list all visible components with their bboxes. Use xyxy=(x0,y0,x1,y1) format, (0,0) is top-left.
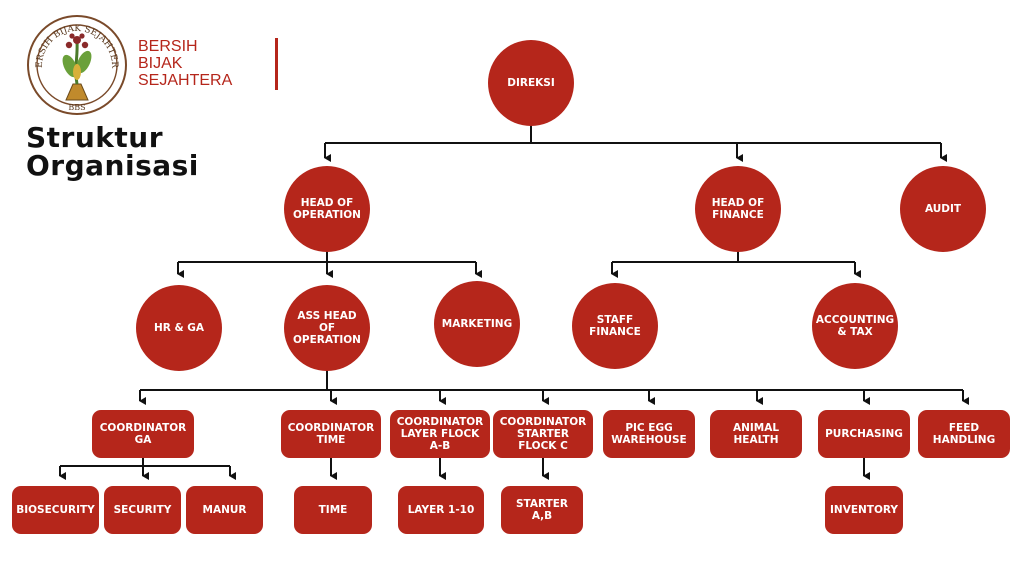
brand-line-2: BIJAK xyxy=(138,55,183,72)
title-line-2: Organisasi xyxy=(26,149,199,182)
node-audit: AUDIT xyxy=(900,166,986,252)
node-direksi: DIREKSI xyxy=(488,40,574,126)
brand-line-1: BERSIH xyxy=(138,38,198,55)
node-security: SECURITY xyxy=(104,486,181,534)
company-logo: BERSIH BIJAK SEJAHTERA BBS xyxy=(26,14,127,115)
brand-name: BERSIH BIJAK SEJAHTERA xyxy=(138,38,232,89)
node-inventory: INVENTORY xyxy=(825,486,903,534)
node-coordinator-time: COORDINATOR TIME xyxy=(281,410,381,458)
node-head-of-finance: HEAD OF FINANCE xyxy=(695,166,781,252)
node-purchasing: PURCHASING xyxy=(818,410,910,458)
node-coordinator-layer-flock: COORDINATOR LAYER FLOCK A-B xyxy=(390,410,490,458)
node-coordinator-starter-flock: COORDINATOR STARTER FLOCK C xyxy=(493,410,593,458)
node-head-of-operation: HEAD OF OPERATION xyxy=(284,166,370,252)
node-marketing: MARKETING xyxy=(434,281,520,367)
node-pic-egg-warehouse: PIC EGG WAREHOUSE xyxy=(603,410,695,458)
node-staff-finance: STAFF FINANCE xyxy=(572,283,658,369)
brand-divider xyxy=(275,38,278,90)
node-starter: STARTER A,B xyxy=(501,486,583,534)
page-title: Struktur Organisasi xyxy=(26,124,199,180)
node-biosecurity: BIOSECURITY xyxy=(12,486,99,534)
node-coordinator-ga: COORDINATOR GA xyxy=(92,410,194,458)
title-line-1: Struktur xyxy=(26,121,164,154)
node-manur: MANUR xyxy=(186,486,263,534)
node-ass-head-of-operation: ASS HEAD OF OPERATION xyxy=(284,285,370,371)
node-hr-ga: HR & GA xyxy=(136,285,222,371)
node-time: TIME xyxy=(294,486,372,534)
node-feed-handling: FEED HANDLING xyxy=(918,410,1010,458)
node-layer: LAYER 1-10 xyxy=(398,486,484,534)
brand-line-3: SEJAHTERA xyxy=(138,72,233,89)
logo-abbr: BBS xyxy=(68,103,85,112)
node-animal-health: ANIMAL HEALTH xyxy=(710,410,802,458)
node-accounting-tax: ACCOUNTING & TAX xyxy=(812,283,898,369)
